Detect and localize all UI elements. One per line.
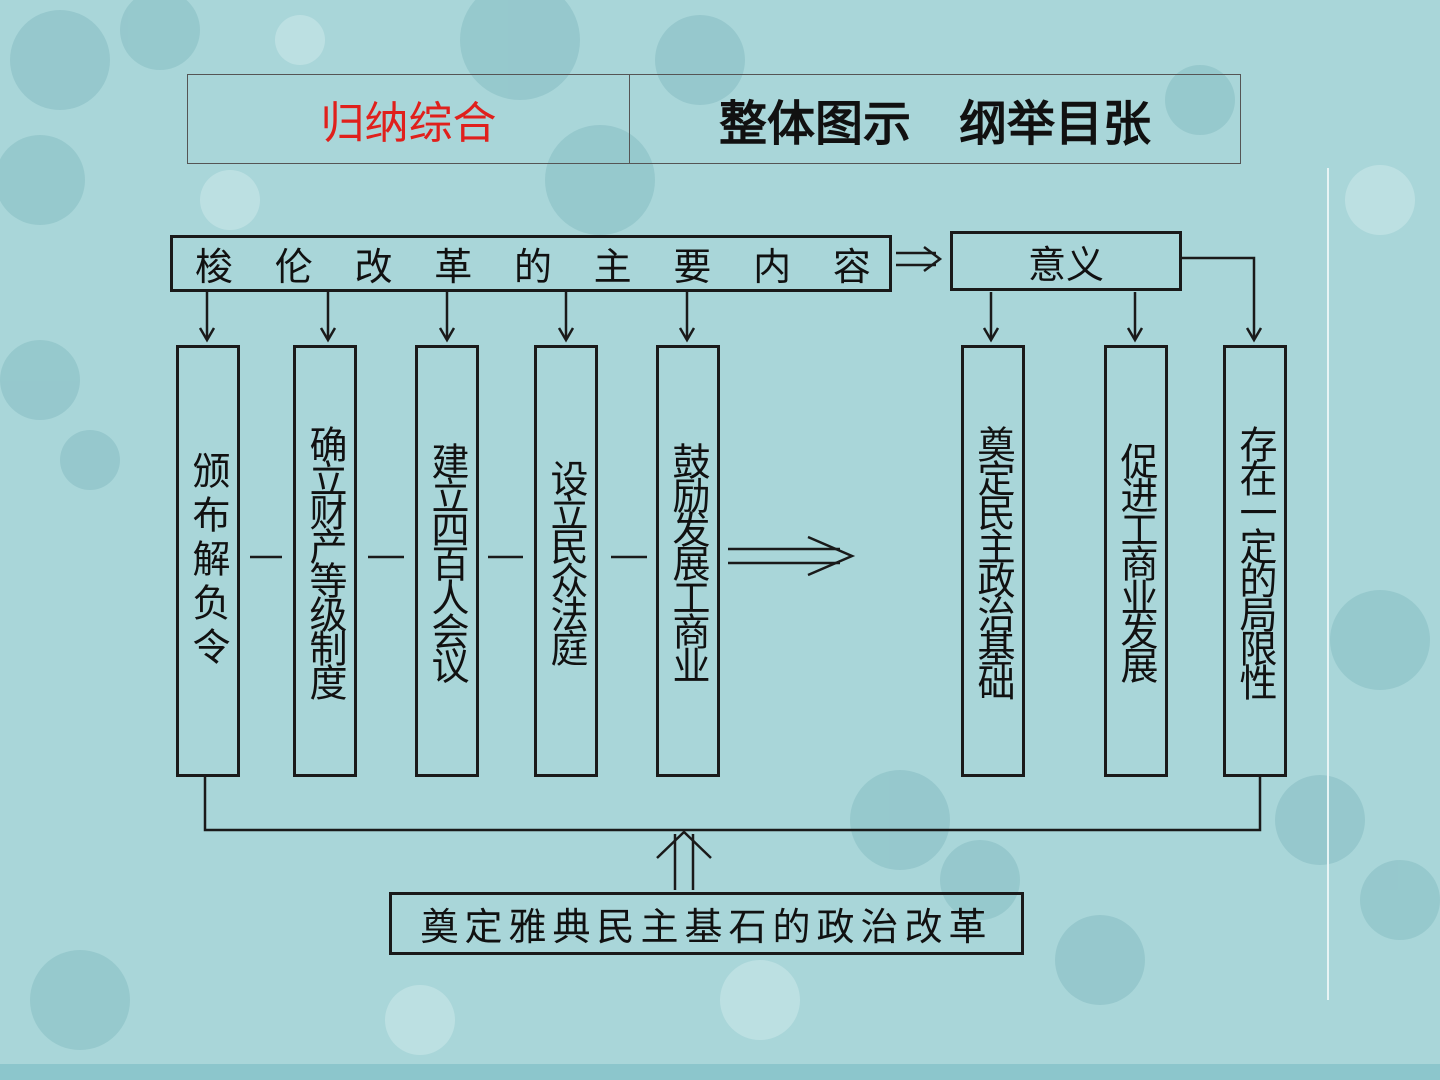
significance-box: 意义	[950, 231, 1182, 291]
content-text-5: 鼓励发展工商业	[666, 442, 710, 680]
main-char-3: 改	[354, 245, 393, 289]
main-char-9: 容	[832, 245, 871, 289]
header-left-label: 归纳综合	[188, 75, 630, 163]
content-text-2: 确立财产等级制度	[303, 425, 347, 697]
content-box-1: 颁布解负令	[176, 345, 240, 777]
content-text-4: 设立民众法庭	[544, 459, 588, 663]
main-char-5: 的	[513, 245, 552, 289]
main-char-1: 梭	[195, 245, 234, 289]
content-box-5: 鼓励发展工商业	[656, 345, 720, 777]
main-content-box: 梭 伦 改 革 的 主 要 内 容	[170, 235, 892, 292]
content-box-3: 建立四百人会议	[415, 345, 479, 777]
content-text-3: 建立四百人会议	[425, 442, 469, 680]
meaning-text-3: 存在一定的局限性	[1233, 425, 1277, 697]
main-char-7: 要	[673, 245, 712, 289]
conclusion-text: 奠定雅典民主基石的政治改革	[420, 905, 993, 949]
meaning-text-1: 奠定民主政治基础	[971, 425, 1015, 697]
content-text-1: 颁布解负令	[186, 451, 230, 671]
main-char-8: 内	[753, 245, 792, 289]
main-char-4: 革	[434, 245, 473, 289]
arrow-8	[1182, 256, 1256, 338]
meaning-box-3: 存在一定的局限性	[1223, 345, 1287, 777]
conclusion-box: 奠定雅典民主基石的政治改革	[389, 892, 1024, 955]
significance-label: 意义	[1027, 242, 1104, 287]
header-right-label-2: 纲举目张	[959, 96, 1152, 152]
header-right: 整体图示 纲举目张	[630, 75, 1240, 163]
header-bar: 归纳综合 整体图示 纲举目张	[187, 74, 1241, 164]
meaning-box-2: 促进工商业发展	[1104, 345, 1168, 777]
meaning-box-1: 奠定民主政治基础	[961, 345, 1025, 777]
meaning-text-2: 促进工商业发展	[1114, 442, 1158, 680]
content-box-2: 确立财产等级制度	[293, 345, 357, 777]
main-char-6: 主	[593, 245, 632, 289]
main-char-2: 伦	[274, 245, 313, 289]
bottom-bracket	[203, 776, 1262, 832]
header-right-label-1: 整体图示	[718, 96, 911, 152]
content-box-4: 设立民众法庭	[534, 345, 598, 777]
